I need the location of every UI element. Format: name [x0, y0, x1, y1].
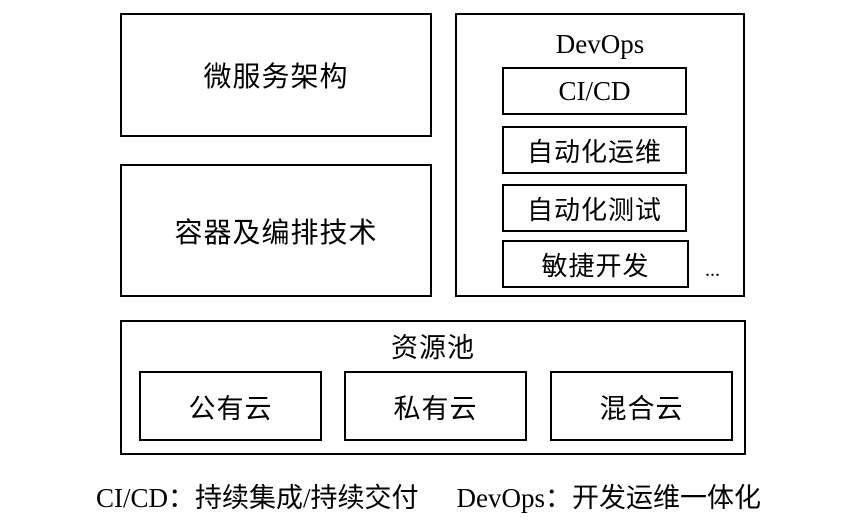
microservices-label: 微服务架构: [203, 60, 349, 93]
devops-item-automated-testing: 自动化测试: [502, 184, 687, 232]
devops-item-cicd: CI/CD: [502, 67, 687, 115]
container-orchestration-label: 容器及编排技术: [174, 215, 378, 249]
resource-pool-box: 资源池 公有云 私有云 混合云: [120, 320, 746, 455]
microservices-architecture-box: 微服务架构: [120, 13, 432, 137]
hybrid-cloud-box: 混合云: [550, 371, 733, 441]
legend-cicd: CI/CD：持续集成/持续交付: [95, 483, 419, 513]
public-cloud-box: 公有云: [139, 371, 322, 441]
devops-ellipsis: ...: [705, 259, 720, 281]
devops-item-agile-development: 敏捷开发: [502, 240, 689, 288]
private-cloud-box: 私有云: [344, 371, 527, 441]
container-orchestration-box: 容器及编排技术: [120, 164, 432, 297]
resource-pool-title: 资源池: [391, 333, 475, 364]
devops-box: DevOps CI/CD 自动化运维 自动化测试 敏捷开发 ...: [455, 13, 745, 297]
devops-item-automated-ops: 自动化运维: [502, 126, 687, 174]
devops-title: DevOps: [555, 29, 645, 59]
legend-devops: DevOps：开发运维一体化: [456, 483, 762, 513]
legend: CI/CD：持续集成/持续交付 DevOps：开发运维一体化: [0, 476, 857, 515]
